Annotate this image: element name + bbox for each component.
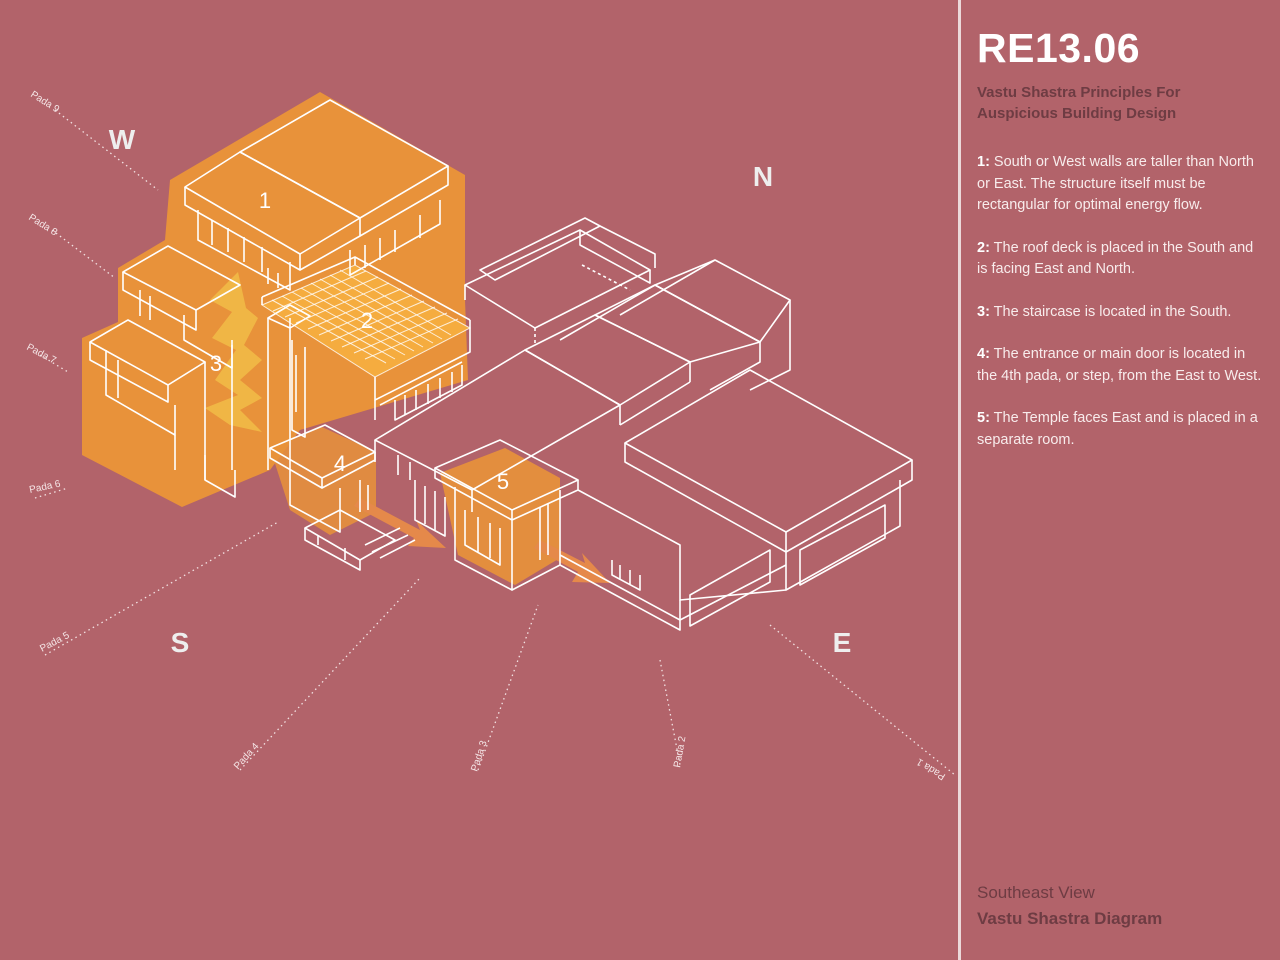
subtitle-line-1: Vastu Shastra Principles For <box>977 84 1181 101</box>
pada-label-8: Pada 8 <box>26 212 59 238</box>
view-name: Southeast View <box>977 883 1095 902</box>
sheet-subtitle: Vastu Shastra Principles For Auspicious … <box>977 82 1262 124</box>
pada-label-3: Pada 3 <box>469 739 489 773</box>
building-linework-east <box>269 217 913 631</box>
pada-guide-lines <box>34 109 956 776</box>
compass-south: S <box>171 627 190 658</box>
note-2: 2: The roof deck is placed in the South … <box>977 238 1262 281</box>
zone-label-5: 5 <box>497 469 509 494</box>
zone-label-2: 2 <box>361 308 373 333</box>
zone-label-4: 4 <box>334 451 346 476</box>
compass-east: E <box>833 627 852 658</box>
drawing-footer: Southeast View Vastu Shastra Diagram <box>977 880 1262 932</box>
note-key: 2: <box>977 239 990 256</box>
zone-label-1: 1 <box>259 188 271 213</box>
info-panel: RE13.06 Vastu Shastra Principles For Aus… <box>977 24 1262 472</box>
note-key: 1: <box>977 154 990 170</box>
compass-west: W <box>109 124 136 155</box>
note-text: The entrance or main door is located in … <box>977 346 1262 384</box>
note-text: The staircase is located in the South. <box>989 303 1232 320</box>
pada-label-7: Pada 7 <box>25 342 59 367</box>
staircase-flow <box>205 272 262 432</box>
diagram-name: Vastu Shastra Diagram <box>977 909 1163 928</box>
note-text: South or West walls are taller than Nort… <box>977 154 1254 213</box>
pada-label-4: Pada 4 <box>232 741 262 772</box>
pada-label-9: Pada 9 <box>28 89 61 115</box>
principle-notes: 1: South or West walls are taller than N… <box>977 152 1262 451</box>
note-key: 4: <box>977 346 990 362</box>
note-key: 5: <box>977 410 990 426</box>
compass-north: N <box>753 161 773 192</box>
note-1: 1: South or West walls are taller than N… <box>977 152 1262 217</box>
note-3: 3: The staircase is located in the South… <box>977 302 1262 324</box>
pada-label-1: Pada 1 <box>915 755 948 781</box>
building-linework-west <box>89 99 471 498</box>
note-key: 3: <box>977 303 990 320</box>
pada-label-6: Pada 6 <box>28 478 62 495</box>
note-5: 5: The Temple faces East and is placed i… <box>977 408 1262 451</box>
subtitle-line-2: Auspicious Building Design <box>977 105 1177 122</box>
panel-divider <box>958 0 961 960</box>
zone-label-3: 3 <box>210 351 222 376</box>
note-4: 4: The entrance or main door is located … <box>977 344 1262 387</box>
pada-label-2: Pada 2 <box>672 735 688 769</box>
sheet-number: RE13.06 <box>977 25 1141 71</box>
note-text: The Temple faces East and is placed in a… <box>977 410 1258 448</box>
building-axonometric-diagram: 1 2 3 4 5 W N S E Pada 9 Pada 8 Pada 7 P… <box>25 89 956 782</box>
entrance-arrow <box>354 498 446 548</box>
note-text: The roof deck is placed in the South and… <box>977 239 1254 278</box>
zone-5-highlight <box>440 448 560 585</box>
